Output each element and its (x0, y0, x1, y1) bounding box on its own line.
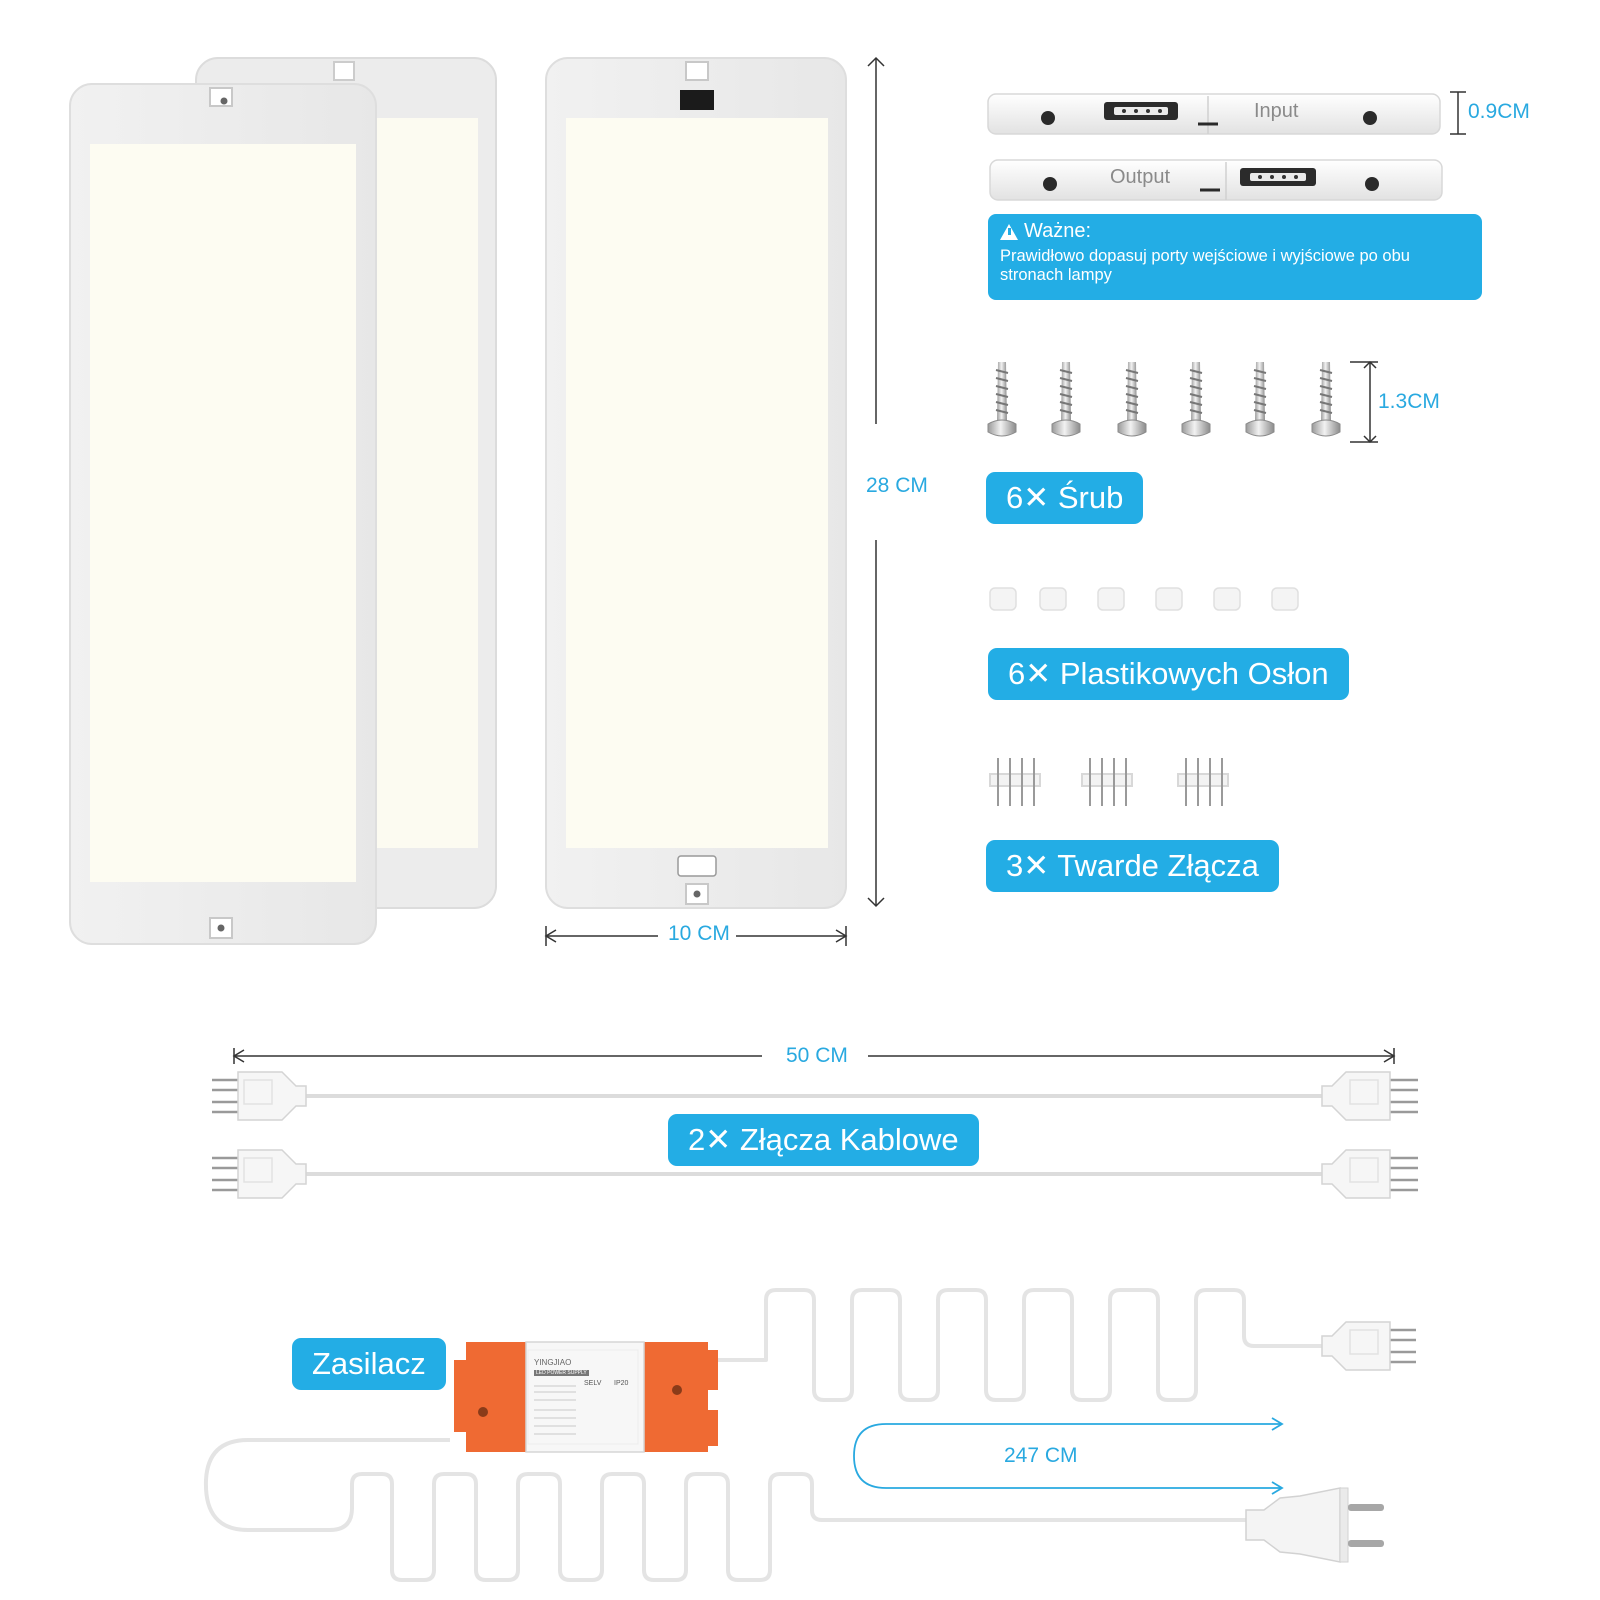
output-connector-bar (989, 159, 1443, 201)
led-panel-right (545, 57, 847, 909)
cable-dimension-line (232, 1048, 1396, 1064)
screws (987, 362, 1341, 437)
height-dimension-label: 28 CM (866, 474, 928, 497)
plastic-cover (1097, 587, 1125, 611)
plastic-cover (1039, 587, 1067, 611)
mains-plug (1245, 1487, 1384, 1563)
input-port-label: Input (1254, 100, 1299, 122)
hard-connector (1177, 758, 1229, 806)
hard-connector (989, 758, 1041, 806)
connectors-count-label: 3✕ Twarde Złącza (986, 840, 1279, 892)
power-cable-dimension-line (853, 1417, 1284, 1495)
plastic-cover (989, 587, 1017, 611)
power-supply (454, 1341, 718, 1453)
power-supply-selv: SELV (584, 1380, 602, 1387)
cable-dimension-label: 50 CM (780, 1044, 854, 1068)
screw-dimension-line (1350, 360, 1378, 444)
power-output-connector (1321, 1321, 1416, 1371)
output-port-label: Output (1110, 166, 1171, 188)
screw-dimension-label: 1.3CM (1378, 390, 1440, 413)
cable-connector-1 (212, 1071, 1418, 1121)
screw (1181, 362, 1211, 437)
screw (1051, 362, 1081, 437)
plastic-covers (989, 587, 1299, 611)
cable-connector-2 (212, 1149, 1418, 1199)
screw (987, 362, 1017, 437)
covers-count-label: 6✕ Plastikowych Osłon (988, 648, 1349, 700)
important-note: Ważne: Prawidłowo dopasuj porty wejściow… (988, 214, 1482, 300)
warning-icon (1000, 223, 1018, 240)
hard-connector (1081, 758, 1133, 806)
width-dimension-label: 10 CM (662, 922, 736, 946)
power-cable (203, 1288, 1334, 1582)
important-note-title: Ważne: (1000, 220, 1470, 243)
thickness-dimension-line (1450, 91, 1466, 135)
screws-count-label: 6✕ Śrub (986, 472, 1144, 524)
input-connector-bar (987, 93, 1441, 135)
hard-connectors (989, 758, 1229, 806)
thickness-dimension-label: 0.9CM (1468, 100, 1530, 123)
screw (1245, 362, 1275, 437)
height-dimension-line (867, 56, 885, 908)
screw (1311, 362, 1341, 437)
plastic-cover (1155, 587, 1183, 611)
power-supply-type: LED POWER SUPPLY (534, 1370, 589, 1376)
power-cable-dimension-label: 247 CM (1004, 1444, 1078, 1467)
power-supply-label: Zasilacz (292, 1338, 446, 1390)
width-dimension-line (544, 926, 848, 946)
plastic-cover (1213, 587, 1241, 611)
cables-count-label: 2✕ Złącza Kablowe (668, 1114, 979, 1166)
plastic-cover (1271, 587, 1299, 611)
power-supply-brand: YINGJIAO (534, 1358, 572, 1367)
screw (1117, 362, 1147, 437)
led-panel-front (69, 83, 377, 945)
power-supply-ip: IP20 (614, 1380, 629, 1387)
important-note-body: Prawidłowo dopasuj porty wejściowe i wyj… (1000, 247, 1410, 284)
